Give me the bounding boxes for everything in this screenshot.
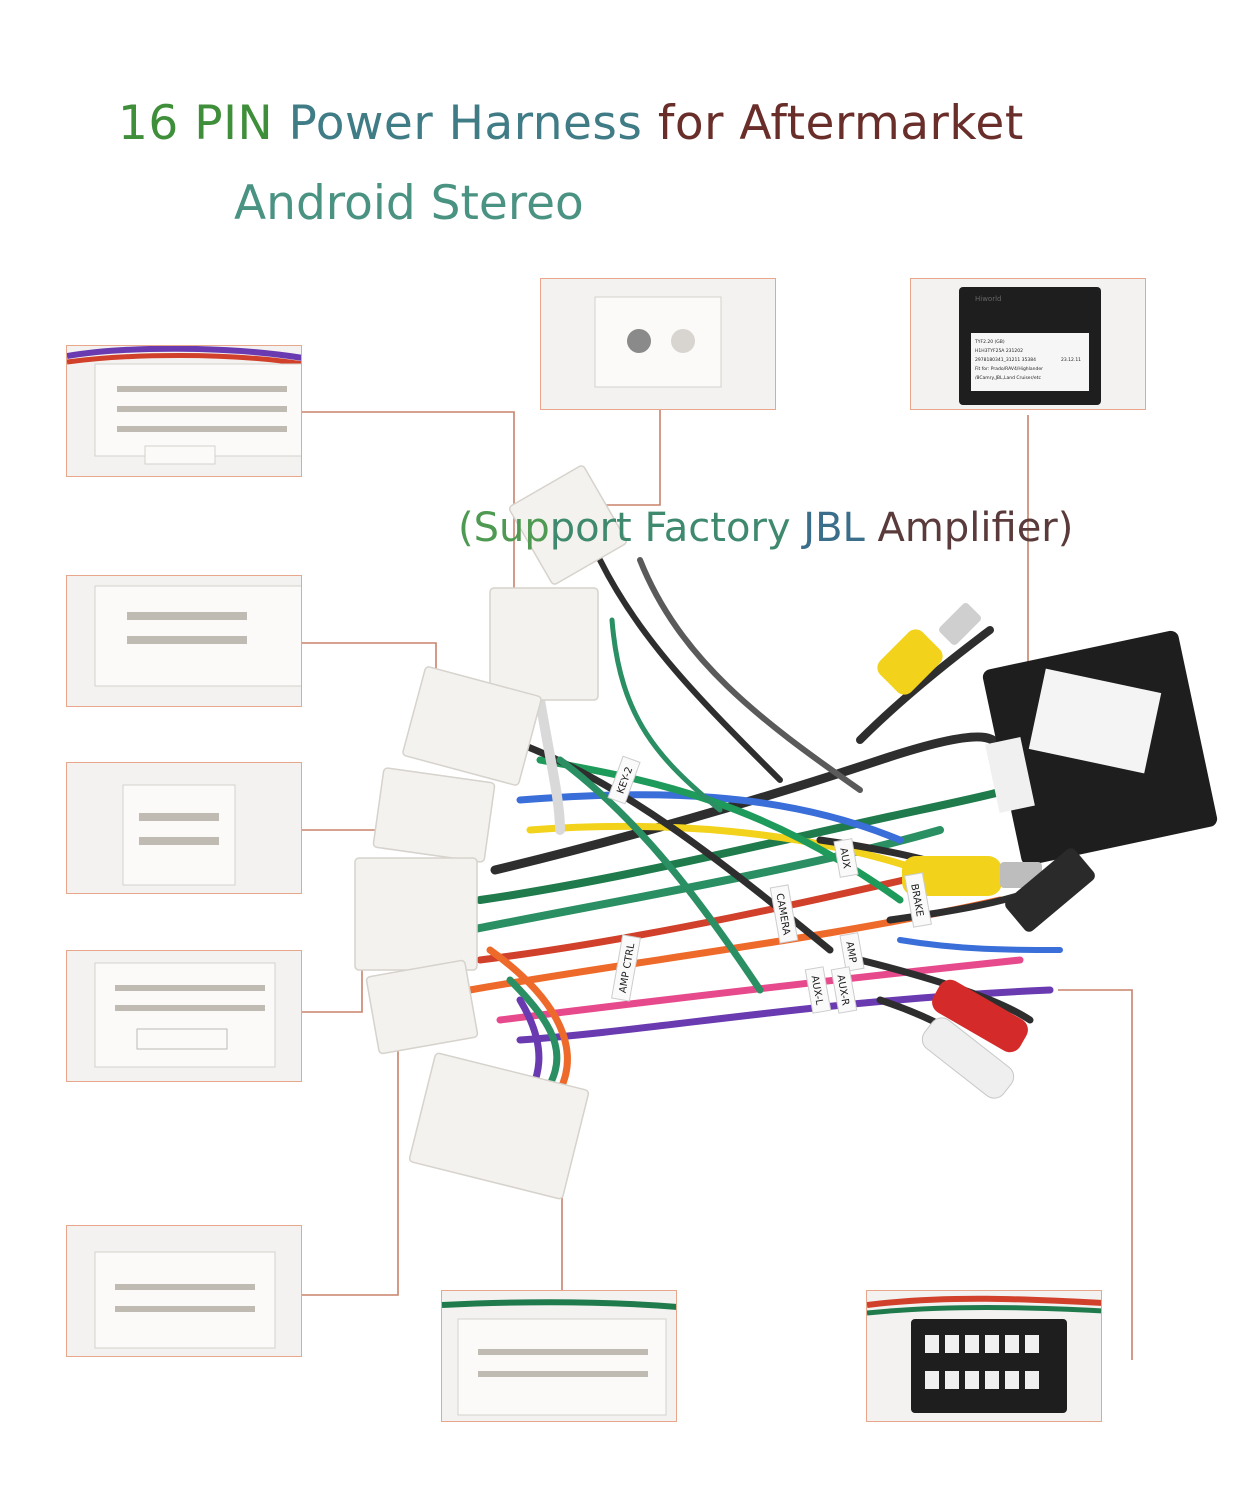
title-part-aftermarket: for Aftermarket: [657, 96, 1024, 151]
leader-line-left-5: [302, 1020, 399, 1296]
subtitle: Android Stereo: [234, 176, 584, 231]
connector-angled-2: [372, 767, 496, 863]
support-note-part-4: Amplifier): [877, 505, 1074, 551]
inset-connector-20pin: [66, 950, 302, 1082]
connector-16pin-photo: [867, 1295, 1101, 1413]
inset-connector-16pin: [866, 1290, 1102, 1422]
support-note: (Support Factory JBL Amplifier): [458, 505, 1073, 551]
amp-label-line-3: 2978180341_31211 35384: [975, 357, 1036, 363]
connector-24pin-photo: [442, 1299, 676, 1416]
amp-brand-text: Hiworld: [975, 295, 1001, 303]
amp-label-line-1: TYF2.20 (GB): [974, 339, 1005, 345]
amp-label-date: 23.12.11: [1061, 357, 1081, 363]
support-note-part-1: (Sup: [458, 505, 550, 551]
rca-white: [921, 1017, 1015, 1099]
amplifier-module: [982, 630, 1218, 866]
title-part-pins: 16 PIN: [118, 96, 274, 151]
support-note-part-2: port Factory: [549, 505, 804, 551]
leader-line-bottom-right: [1058, 989, 1133, 1360]
inset-connector-flat: [66, 1225, 302, 1357]
connector-angled-1: [402, 666, 542, 786]
leader-line-top-left: [302, 411, 515, 640]
connector-20pin-photo: [94, 962, 276, 1068]
inset-amp-module: Hiworld TYF2.20 (GB) H1H3TYF25A 231202 2…: [910, 278, 1146, 410]
tag-aux-r: AUX-R: [834, 974, 850, 1007]
amp-label-line-2: H1H3TYF25A 231202: [975, 348, 1023, 354]
tag-aux-l: AUX-L: [809, 975, 825, 1007]
harness-connectors: [354, 465, 628, 1200]
inset-connector-12pin: [66, 575, 302, 707]
inset-connector-24pin: [441, 1290, 677, 1422]
tag-amp: AMP: [843, 941, 858, 964]
connector-top-mid: [508, 465, 628, 585]
connector-large-left: [354, 857, 478, 971]
inset-connector-two-pin: [540, 278, 776, 410]
rca-yellow-top: [877, 629, 943, 695]
connector-mid-left: [365, 959, 479, 1055]
rca-red: [932, 979, 1028, 1053]
amp-label-line-5: /8Camry,JBL,Land Cruiser/etc: [975, 375, 1041, 381]
leader-line-left-4: [302, 920, 363, 1013]
connector-two-pin-photo: [594, 296, 722, 388]
wire-tags: KEY-2 AUX BRAKE CAMERA AMP CTRL AMP AUX-…: [607, 755, 932, 1014]
tag-aux: AUX: [837, 847, 852, 870]
title-part-power-harness: Power Harness: [273, 96, 658, 151]
connector-flat-photo: [94, 1251, 276, 1349]
rca-plugs: [877, 603, 1095, 1099]
inset-connector-large: [66, 345, 302, 477]
connector-6pin-photo: [122, 784, 236, 886]
connector-large-photo: [67, 346, 301, 465]
inset-connector-6pin: [66, 762, 302, 894]
connector-12pin-photo: [94, 585, 301, 687]
rca-yellow-mid: [902, 856, 1002, 896]
amp-module-photo: Hiworld TYF2.20 (GB) H1H3TYF25A 231202 2…: [959, 287, 1101, 405]
support-note-part-3: JBL: [803, 505, 878, 551]
title: 16 PIN Power Harness for Aftermarket: [118, 96, 1024, 151]
connector-bottom: [408, 1052, 590, 1200]
antenna-plug: [1005, 848, 1095, 932]
amp-label-line-4: Fit for: Prado/RAV4/Highlander: [975, 366, 1043, 372]
connector-top: [489, 587, 599, 701]
